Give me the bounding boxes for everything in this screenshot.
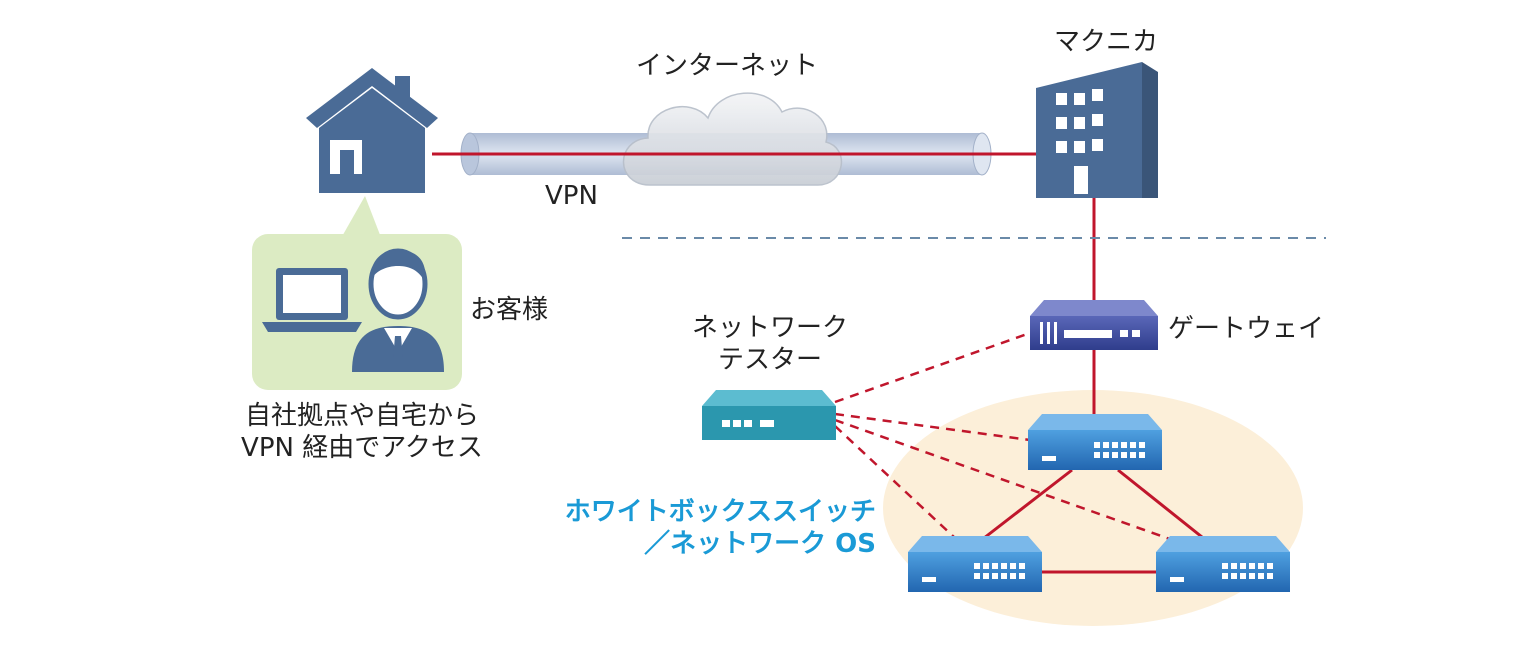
laptop-icon <box>262 268 362 332</box>
whitebox-label: ホワイトボックススイッチ ／ネットワーク OS <box>556 496 876 560</box>
tester-links <box>834 331 1196 550</box>
house-icon <box>306 68 438 193</box>
access-line-2: VPN 経由でアクセス <box>241 433 483 463</box>
cloud-icon <box>622 92 843 186</box>
tester-line-1: ネットワーク <box>691 313 848 343</box>
whitebox-line-1: ホワイトボックススイッチ <box>564 497 876 527</box>
tester-line-2: テスター <box>717 345 822 375</box>
person-icon <box>352 248 444 372</box>
company-label: マクニカ <box>1054 27 1159 57</box>
access-line-1: 自社拠点や自宅から <box>244 401 479 431</box>
vpn-label: VPN <box>545 181 598 211</box>
switch-icon <box>1028 414 1162 470</box>
access-description: 自社拠点や自宅から VPN 経由でアクセス <box>232 400 492 464</box>
tester-device-icon <box>702 390 836 440</box>
customer-label: お客様 <box>470 295 549 325</box>
gateway-label: ゲートウェイ <box>1168 314 1325 344</box>
switch-links <box>974 468 1213 574</box>
gateway-device-icon <box>1030 300 1158 350</box>
building-icon <box>1036 62 1158 198</box>
whitebox-line-2: ／ネットワーク OS <box>644 529 876 559</box>
switch-icon <box>908 536 1042 592</box>
internet-label: インターネット <box>636 51 819 81</box>
tester-label: ネットワーク テスター <box>680 312 860 376</box>
switch-icon <box>1156 536 1290 592</box>
